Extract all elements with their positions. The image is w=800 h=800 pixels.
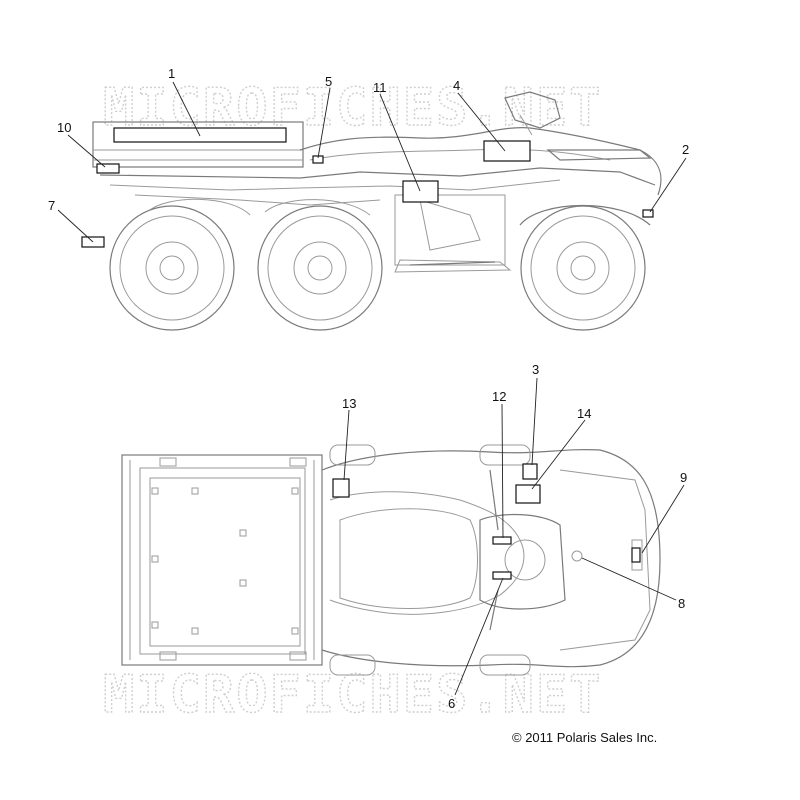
callout-11: 11 [373,80,387,95]
decal-2 [642,209,654,218]
side-view-wheels [109,205,646,331]
callout-14: 14 [577,406,591,421]
callout-10: 10 [57,120,71,135]
top-view-leaders [343,377,685,696]
front-wheel [520,205,646,331]
callout-3: 3 [532,362,539,377]
decal-10 [96,163,120,174]
side-view-vehicle [92,91,662,273]
top-view-decals [332,463,641,580]
callout-2: 2 [682,142,689,157]
decal-12a [492,536,512,545]
decal-12b [492,571,512,580]
callout-13: 13 [342,396,356,411]
callout-7: 7 [48,198,55,213]
rear-wheel-1 [109,205,235,331]
callout-12: 12 [492,389,506,404]
callout-5: 5 [325,74,332,89]
callout-labels: 1 2 3 4 5 6 7 8 9 10 11 12 13 14 [48,66,689,711]
watermark-bottom: MICROFICHES.NET [103,665,603,725]
callout-1: 1 [168,66,175,81]
side-view-leaders [57,81,687,243]
callout-8: 8 [678,596,685,611]
decal-9 [631,547,641,563]
decal-3 [522,463,538,480]
callout-9: 9 [680,470,687,485]
callout-4: 4 [453,78,460,93]
rear-wheel-2 [257,205,383,331]
top-view-vehicle [121,444,661,676]
decal-14 [515,484,541,504]
decal-13 [332,478,350,498]
copyright-text: © 2011 Polaris Sales Inc. [512,730,658,745]
decal-4 [483,140,531,162]
decal-11 [402,180,439,203]
callout-6: 6 [448,696,455,711]
